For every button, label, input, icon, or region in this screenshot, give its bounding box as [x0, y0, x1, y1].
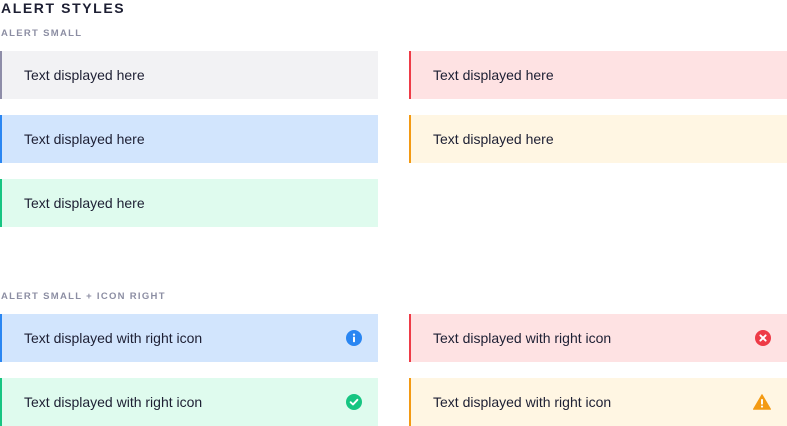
- alert-success-with-icon: Text displayed with right icon: [0, 378, 378, 426]
- warning-icon: [753, 394, 771, 410]
- alert-warning-with-icon: Text displayed with right icon: [409, 378, 787, 426]
- alert-text: Text displayed here: [24, 195, 145, 211]
- alert-neutral: Text displayed here: [0, 51, 378, 99]
- alert-text: Text displayed here: [433, 67, 554, 83]
- alert-success: Text displayed here: [0, 179, 378, 227]
- alert-text: Text displayed here: [24, 67, 145, 83]
- alert-text: Text displayed with right icon: [433, 330, 612, 346]
- alert-text: Text displayed with right icon: [433, 394, 612, 410]
- alert-text: Text displayed here: [433, 131, 554, 147]
- info-icon: [346, 330, 362, 346]
- alert-error: Text displayed here: [409, 51, 787, 99]
- section-label-alert-small: ALERT SMALL: [1, 28, 83, 39]
- alert-info: Text displayed here: [0, 115, 378, 163]
- check-icon: [346, 394, 362, 410]
- alert-text: Text displayed with right icon: [24, 394, 203, 410]
- alert-info-with-icon: Text displayed with right icon: [0, 314, 378, 362]
- page-title: ALERT STYLES: [1, 0, 126, 16]
- error-icon: [755, 330, 771, 346]
- alert-error-with-icon: Text displayed with right icon: [409, 314, 787, 362]
- section-label-alert-small-icon-right: ALERT SMALL + ICON RIGHT: [1, 291, 166, 302]
- alert-text: Text displayed with right icon: [24, 330, 203, 346]
- alert-text: Text displayed here: [24, 131, 145, 147]
- alert-warning: Text displayed here: [409, 115, 787, 163]
